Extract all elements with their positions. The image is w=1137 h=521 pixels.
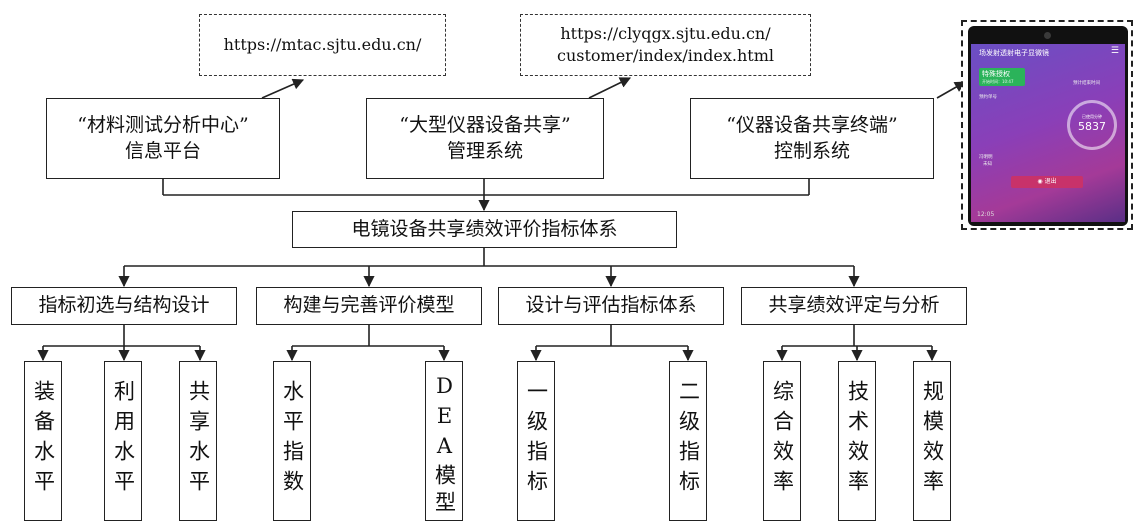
leaf-technical-efficiency: 技术效率 xyxy=(845,380,870,500)
system-sharing-line1: “大型仪器设备共享” xyxy=(399,114,571,137)
used-minutes-label: 已使用分钟 xyxy=(1082,114,1102,119)
system-box-sharing: “大型仪器设备共享” 管理系统 xyxy=(366,98,604,179)
category-box-1: 指标初选与结构设计 xyxy=(11,287,237,325)
leaf-box-overall-efficiency: 综合效率 xyxy=(763,361,801,521)
category-label-2: 构建与完善评价模型 xyxy=(283,294,455,317)
leaf-overall-efficiency: 综合效率 xyxy=(770,380,795,500)
leaf-dea-model: DEA模型 xyxy=(432,374,457,518)
menu-icon: ☰ xyxy=(1110,46,1119,56)
connector-lines xyxy=(37,77,966,362)
leaf-second-level-index: 二级指标 xyxy=(676,380,701,500)
system-mtac-line2: 信息平台 xyxy=(124,139,201,162)
leaf-box-technical-efficiency: 技术效率 xyxy=(838,361,876,521)
terminal-screen: 场发射透射电子显微镜 ☰ 特殊授权 开始时间：10:47 预约单号 预计结束时间… xyxy=(971,44,1125,222)
leaf-box-dea-model: DEA模型 xyxy=(425,361,463,521)
leaf-sharing-level: 共享水平 xyxy=(186,380,211,500)
terminal-device: 场发射透射电子显微镜 ☰ 特殊授权 开始时间：10:47 预约单号 预计结束时间… xyxy=(968,26,1128,226)
leaf-box-sharing-level: 共享水平 xyxy=(179,361,217,521)
auth-badge-label: 特殊授权 xyxy=(982,70,1010,78)
clyqgx-url-line1: https://clyqgx.sjtu.edu.cn/ xyxy=(560,24,771,44)
system-box-terminal: “仪器设备共享终端” 控制系统 xyxy=(690,98,934,179)
terminal-photo-frame: 场发射透射电子显微镜 ☰ 特殊授权 开始时间：10:47 预约单号 预计结束时间… xyxy=(961,20,1133,230)
clyqgx-url-line2: customer/index/index.html xyxy=(556,46,775,65)
clock-time: 12:05 xyxy=(977,211,995,218)
center-box: 电镜设备共享绩效评价指标体系 xyxy=(292,211,677,248)
category-label-3: 设计与评估指标体系 xyxy=(525,294,697,317)
person-name: 冯明明 xyxy=(979,155,993,160)
leaf-first-level-index: 一级指标 xyxy=(524,380,549,500)
status-text: 未知 xyxy=(983,162,992,167)
system-box-mtac: “材料测试分析中心” 信息平台 xyxy=(46,98,280,179)
leaf-box-utilization-level: 利用水平 xyxy=(104,361,142,521)
order-label: 预约单号 xyxy=(979,95,997,100)
auth-badge: 特殊授权 开始时间：10:47 xyxy=(979,68,1025,86)
category-box-3: 设计与评估指标体系 xyxy=(498,287,724,325)
leaf-scale-efficiency: 规模效率 xyxy=(920,380,945,500)
leaf-utilization-level: 利用水平 xyxy=(111,380,136,500)
used-minutes-value: 5837 xyxy=(1078,120,1106,133)
category-box-2: 构建与完善评价模型 xyxy=(256,287,482,325)
leaf-level-index: 水平指数 xyxy=(280,380,305,500)
system-terminal-line1: “仪器设备共享终端” xyxy=(726,114,898,137)
system-sharing-line2: 管理系统 xyxy=(446,139,523,162)
center-title: 电镜设备共享绩效评价指标体系 xyxy=(351,217,618,240)
exit-button[interactable]: ◉ 退出 xyxy=(1011,176,1083,188)
leaf-box-level-index: 水平指数 xyxy=(273,361,311,521)
leaf-equipment-level: 装备水平 xyxy=(31,380,56,500)
leaf-box-first-level-index: 一级指标 xyxy=(517,361,555,521)
mtac-url-box: https://mtac.sjtu.edu.cn/ xyxy=(199,14,446,76)
usage-ring xyxy=(1067,100,1117,150)
clyqgx-url-box: https://clyqgx.sjtu.edu.cn/ customer/ind… xyxy=(520,14,811,76)
category-box-4: 共享绩效评定与分析 xyxy=(741,287,967,325)
system-mtac-line1: “材料测试分析中心” xyxy=(77,114,249,137)
camera-icon xyxy=(1044,32,1051,39)
category-label-4: 共享绩效评定与分析 xyxy=(768,294,940,317)
system-terminal-line2: 控制系统 xyxy=(773,139,850,162)
mtac-url: https://mtac.sjtu.edu.cn/ xyxy=(223,35,422,55)
leaf-box-scale-efficiency: 规模效率 xyxy=(913,361,951,521)
auth-badge-sub: 开始时间：10:47 xyxy=(982,79,1014,84)
leaf-box-second-level-index: 二级指标 xyxy=(669,361,707,521)
leaf-box-equipment-level: 装备水平 xyxy=(24,361,62,521)
category-label-1: 指标初选与结构设计 xyxy=(38,294,210,317)
terminal-title: 场发射透射电子显微镜 xyxy=(979,49,1049,57)
estimate-label: 预计结束时间 xyxy=(1073,81,1100,86)
